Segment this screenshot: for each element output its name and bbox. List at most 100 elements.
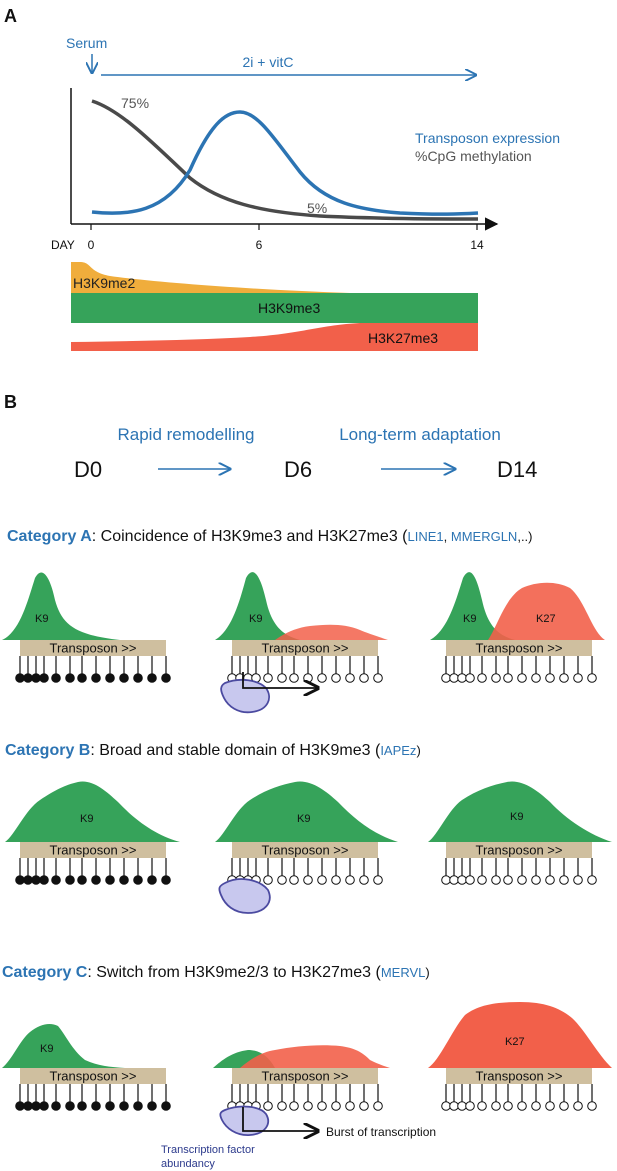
cpg-unmethylated (289, 1101, 299, 1111)
day-tick-label: 0 (88, 238, 95, 252)
cpg-unmethylated (263, 673, 273, 683)
category-a-suffix: ,..) (517, 529, 532, 544)
cat-b-d0-transposon-label: Transposon >> (50, 843, 137, 858)
cpg-methylated (39, 1101, 49, 1111)
cpg-methylated (147, 875, 157, 885)
cpg-unmethylated (449, 673, 459, 683)
cpg-methylated (119, 1101, 129, 1111)
tf-abundancy-label-line1: Transcription factor (161, 1144, 255, 1156)
cpg-unmethylated (263, 875, 273, 885)
cpg-unmethylated (277, 1101, 287, 1111)
band-h3k9me3-label: H3K9me3 (258, 300, 320, 316)
burst-of-transcription-label: Burst of transcription (326, 1125, 436, 1139)
cpg-unmethylated (545, 673, 555, 683)
cpg-unmethylated (587, 1101, 597, 1111)
cpg-methylated (119, 875, 129, 885)
cpg-unmethylated (373, 1101, 383, 1111)
cpg-unmethylated (477, 875, 487, 885)
cpg-unmethylated (303, 1101, 313, 1111)
cat-a-d14-k27-peak (488, 582, 605, 640)
category-a-title: Category A (7, 528, 92, 545)
cpg-methylated (51, 673, 61, 683)
cpg-methylated (91, 673, 101, 683)
category-a-description: : Coincidence of H3K9me3 and H3K27me3 ( (92, 528, 408, 545)
cat-c-d14-transposon-bar (446, 1068, 592, 1084)
cpg-unmethylated (449, 875, 459, 885)
cat-c-d0-transposon-bar (20, 1068, 166, 1084)
day-axis-label: DAY (51, 238, 75, 252)
cat-a-d14-transposon-label: Transposon >> (476, 641, 563, 656)
day-d0: D0 (74, 457, 102, 482)
cpg-unmethylated (545, 1101, 555, 1111)
treatment-label: 2i + vitC (243, 54, 294, 70)
cpg-unmethylated (477, 673, 487, 683)
cpg-unmethylated (317, 673, 327, 683)
band-h3k9me3 (71, 293, 478, 323)
cpg-unmethylated (531, 875, 541, 885)
legend-transposon: Transposon expression (415, 130, 560, 146)
cpg-methylated (65, 875, 75, 885)
cpg-unmethylated (531, 1101, 541, 1111)
cat-b-d0-k9-peak (5, 781, 180, 842)
cpg-methylated (105, 1101, 115, 1111)
category-b-suffix: ) (416, 743, 420, 758)
category-a-example-mmergln: MMERGLN (451, 529, 517, 544)
cpg-unmethylated (531, 673, 541, 683)
cpg-unmethylated (331, 875, 341, 885)
cpg-unmethylated (559, 1101, 569, 1111)
cpg-unmethylated (331, 1101, 341, 1111)
cat-c-d0-k9-peak (2, 1024, 125, 1068)
cpg-unmethylated (441, 875, 451, 885)
cat-b-d14-transposon-label: Transposon >> (476, 843, 563, 858)
cat-a-d6-transposon-bar (232, 640, 378, 656)
cpg-methylated (51, 875, 61, 885)
cat-c-d14-k27-peak (428, 1002, 612, 1068)
cpg-methylated (161, 875, 171, 885)
cpg-methylated (51, 1101, 61, 1111)
phase-rapid-remodelling: Rapid remodelling (117, 425, 254, 444)
cat-a-d14-k9-label: K9 (463, 613, 476, 625)
cpg-methylated (65, 1101, 75, 1111)
cpg-unmethylated (303, 673, 313, 683)
cpg-unmethylated (545, 875, 555, 885)
cpg-methylated (105, 875, 115, 885)
percent-end-label: 5% (307, 200, 327, 216)
cat-c-transcription-arrow (242, 1107, 318, 1131)
cat-b-d0-k9-label: K9 (80, 813, 93, 825)
cpg-unmethylated (359, 1101, 369, 1111)
category-c-suffix: ) (425, 965, 429, 980)
cpg-unmethylated (503, 673, 513, 683)
cat-a-transcription-arrow (242, 672, 318, 688)
cat-a-d6-k9-peak (215, 572, 300, 640)
cat-b-d6-transposon-label: Transposon >> (262, 843, 349, 858)
band-h3k27me3 (71, 323, 478, 351)
cat-b-d14-k9-peak (428, 781, 612, 842)
cpg-unmethylated (491, 673, 501, 683)
cpg-unmethylated (491, 875, 501, 885)
cpg-unmethylated (491, 1101, 501, 1111)
cpg-unmethylated (345, 673, 355, 683)
category-a-separator: , (444, 529, 451, 544)
category-c-title: Category C (2, 964, 88, 981)
cat-a-d6-k27-peak (275, 624, 388, 640)
cpg-unmethylated (373, 875, 383, 885)
category-b-title: Category B (5, 742, 90, 759)
cat-c-d0-k9-label: K9 (40, 1043, 53, 1055)
cpg-methylated (91, 875, 101, 885)
cpg-unmethylated (263, 1101, 273, 1111)
panel-b-label: B (4, 392, 17, 412)
cpg-unmethylated (441, 673, 451, 683)
panel-a-label: A (4, 6, 17, 26)
band-h3k9me2-label: H3K9me2 (73, 275, 135, 291)
cpg-methylated (91, 1101, 101, 1111)
cpg-unmethylated (289, 875, 299, 885)
percent-start-label: 75% (121, 95, 149, 111)
cpg-unmethylated (345, 1101, 355, 1111)
category-c-description: : Switch from H3K9me2/3 to H3K27me3 ( (87, 964, 381, 981)
cat-a-tf-blob (220, 678, 270, 714)
category-a-example-line1: LINE1 (408, 529, 444, 544)
cpg-methylated (31, 875, 41, 885)
transposon-group: Transposon >> Transposon >> Transposon >> T… (15, 640, 597, 1111)
cpg-unmethylated (277, 875, 287, 885)
